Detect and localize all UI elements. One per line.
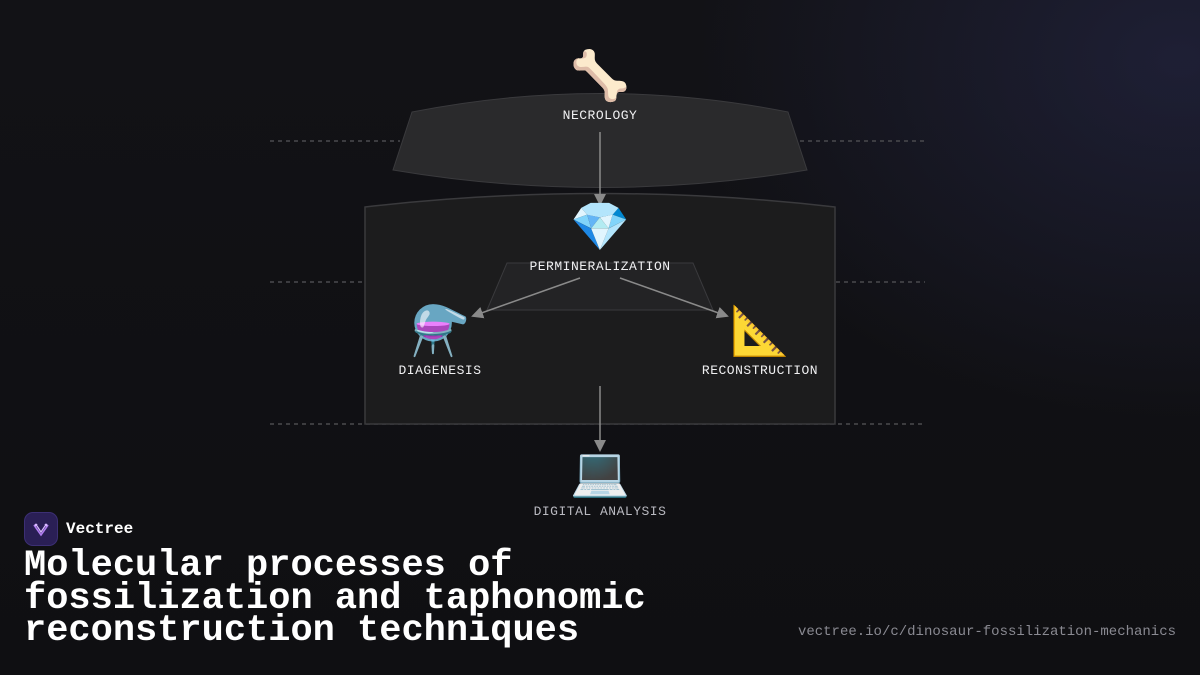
logo-mark bbox=[33, 523, 49, 537]
vectree-logo-icon bbox=[24, 512, 58, 546]
node-label: PERMINERALIZATION bbox=[529, 259, 671, 274]
node-digital-analysis: 💻 DIGITAL ANALYSIS bbox=[500, 444, 700, 519]
bone-icon: 🦴 bbox=[570, 48, 630, 104]
brand: Vectree bbox=[24, 512, 133, 546]
node-label: NECROLOGY bbox=[562, 108, 638, 123]
laptop-icon: 💻 bbox=[570, 444, 630, 500]
edge-permineralization-to-diagenesis bbox=[471, 277, 581, 319]
gem-icon: 💎 bbox=[570, 199, 630, 255]
flask-icon: ⚗️ bbox=[410, 303, 470, 359]
page-title: Molecular processes of fossilization and… bbox=[24, 545, 646, 652]
node-diagenesis: ⚗️ DIAGENESIS bbox=[340, 303, 540, 378]
brand-name: Vectree bbox=[66, 520, 134, 538]
edge-permineralization-to-reconstruction bbox=[619, 277, 729, 319]
node-label: DIGITAL ANALYSIS bbox=[533, 504, 667, 519]
node-label: DIAGENESIS bbox=[398, 363, 482, 378]
node-label: RECONSTRUCTION bbox=[701, 363, 819, 378]
source-url[interactable]: vectree.io/c/dinosaur-fossilization-mech… bbox=[797, 624, 1176, 640]
node-necrology: 🦴 NECROLOGY bbox=[500, 48, 700, 123]
edges bbox=[471, 132, 729, 452]
node-reconstruction: 📐 RECONSTRUCTION bbox=[660, 303, 860, 378]
triangular-ruler-icon: 📐 bbox=[730, 303, 790, 359]
inner-panel bbox=[486, 262, 714, 311]
node-permineralization: 💎 PERMINERALIZATION bbox=[500, 199, 700, 274]
